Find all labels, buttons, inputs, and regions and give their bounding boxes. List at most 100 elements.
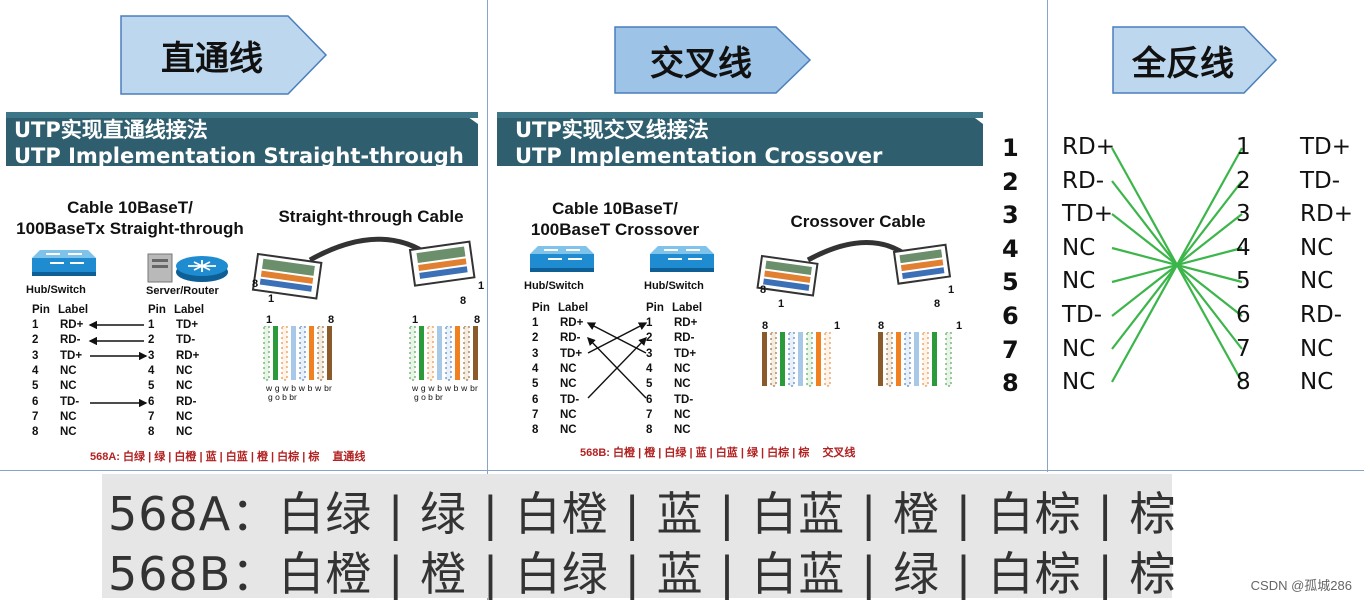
cross-conn-left-8: 8: [760, 284, 767, 296]
pin-label: TD+: [60, 349, 83, 362]
pin-label: NC: [674, 424, 691, 437]
cross-cable-graphic: [756, 240, 952, 297]
pin-label: RD-: [60, 334, 81, 347]
section-title-rollover: 全反线: [1132, 43, 1234, 84]
wiring-standard-box: [102, 474, 1172, 598]
rollover-left-label: RD+: [1062, 134, 1115, 160]
rollover-right-label: NC: [1300, 268, 1334, 295]
rollover-right-number: 5: [1236, 268, 1251, 295]
pin-number: 7: [32, 410, 39, 423]
section-arrow-straight: 直通线: [120, 15, 328, 95]
pin-label: RD-: [674, 332, 695, 345]
pin-number: 4: [532, 362, 539, 375]
section-arrow-cross: 交叉线: [614, 26, 812, 94]
pin-label: NC: [674, 408, 691, 421]
cross-caption-line2: 100BaseT Crossover: [530, 220, 700, 239]
banner-cross-cn: UTP实现交叉线接法: [515, 118, 709, 142]
standard-568a: 568A：白绿 | 绿 | 白橙 | 蓝 | 白蓝 | 橙 | 白棕 | 棕: [108, 487, 1177, 541]
pin-label: NC: [176, 426, 193, 439]
pin-label: RD+: [176, 349, 200, 362]
straight-caption: Cable 10BaseT/ 100BaseTx Straight-throug…: [4, 197, 256, 239]
rollover-right-label: TD-: [1300, 167, 1341, 194]
cross-conn-left-1: 1: [778, 298, 785, 310]
cross-conn-right-1: 1: [948, 284, 955, 296]
rollover-left-label: NC: [1062, 268, 1096, 295]
rollover-left-label: NC: [1062, 369, 1096, 396]
label-header: Label: [672, 302, 703, 314]
pin-label: NC: [60, 364, 77, 377]
pin-label: RD-: [176, 395, 197, 408]
pin-label: TD-: [60, 395, 80, 408]
pin-number: 3: [148, 349, 155, 362]
pin-label: NC: [560, 362, 577, 375]
label-header: Label: [58, 304, 89, 316]
straight-plugB-letters-bottom: g o b br: [414, 392, 443, 402]
straight-plugB-wires: [409, 326, 478, 381]
pin-label: NC: [60, 380, 77, 393]
pin-header: Pin: [148, 304, 166, 316]
cross-plugB-wires: [878, 332, 952, 387]
pin-number: 7: [148, 410, 155, 423]
cross-plugA-wires: [762, 332, 831, 387]
standard-568b: 568B：白橙 | 橙 | 白绿 | 蓝 | 白蓝 | 绿 | 白棕 | 棕: [108, 547, 1177, 600]
rollover-right-label: TD+: [1300, 134, 1352, 160]
pin-number: 4: [32, 364, 39, 377]
straight-conn-left-8: 8: [252, 278, 259, 290]
banner-straight: UTP实现直通线接法 UTP Implementation Straight-t…: [6, 112, 478, 168]
pin-number: 8: [646, 424, 653, 437]
pin-label: TD+: [176, 319, 199, 331]
pin-header: Pin: [646, 302, 664, 314]
pin-header: Pin: [532, 302, 550, 314]
cross-plugB-last: 1: [956, 320, 963, 332]
pin-label: TD-: [176, 334, 196, 347]
pin-number: 8: [32, 426, 39, 439]
pin-label: NC: [176, 364, 193, 377]
pin-number: 5: [532, 378, 539, 391]
pin-number: 6: [32, 395, 39, 408]
pin-number: 2: [148, 334, 155, 347]
straight-plugA-wires: [263, 326, 332, 381]
banner-cross-en: UTP Implementation Crossover: [515, 144, 883, 168]
pin-number: 8: [532, 424, 539, 437]
straight-plugB-first: 1: [412, 314, 419, 326]
pin-label: TD-: [560, 393, 580, 406]
pin-number: 7: [532, 408, 539, 421]
pin-label: RD+: [560, 317, 584, 329]
pin-number: 3: [32, 349, 39, 362]
watermark: CSDN @孤城286: [1250, 578, 1352, 593]
rollover-right-number: 4: [1236, 234, 1251, 261]
pin-label: NC: [60, 426, 77, 439]
banner-cross: UTP实现交叉线接法 UTP Implementation Crossover: [497, 112, 983, 168]
straight-plugA-last: 8: [328, 314, 335, 326]
straight-pin-arrows: [88, 320, 148, 408]
pin-label: TD+: [674, 347, 697, 360]
pin-label: NC: [560, 424, 577, 437]
rollover-wires: [1111, 147, 1243, 383]
rollover-right-label: RD+: [1300, 201, 1353, 228]
cross-footer: 568B: 白橙 | 橙 | 白绿 | 蓝 | 白蓝 | 绿 | 白棕 | 棕 …: [580, 444, 855, 460]
pin-number: 6: [532, 393, 539, 406]
rollover-left-label: NC: [1062, 234, 1096, 261]
pin-number: 2: [532, 332, 539, 345]
straight-plugA-letters-bottom: g o b br: [268, 392, 297, 402]
straight-conn-left-1: 1: [268, 293, 275, 305]
pin-label: RD-: [560, 332, 581, 345]
cross-cable-title: Crossover Cable: [790, 212, 926, 231]
pin-number: 1: [532, 317, 539, 329]
straight-conn-right-8: 8: [460, 295, 467, 307]
rollover-pin-number: 7: [1002, 335, 1019, 364]
pin-number: 3: [532, 347, 539, 360]
rollover-right-label: NC: [1300, 369, 1334, 396]
cross-device-left: Hub/Switch: [524, 280, 584, 292]
pin-label: NC: [674, 362, 691, 375]
rollover-right-number: 8: [1236, 369, 1251, 396]
straight-device-right: Server/Router: [146, 285, 219, 297]
cross-caption: Cable 10BaseT/ 100BaseT Crossover: [502, 198, 728, 240]
cross-caption-line1: Cable 10BaseT/: [552, 199, 678, 218]
straight-cable-graphic: [251, 236, 476, 300]
cross-footer-text: 白橙 | 橙 | 白绿 | 蓝 | 白蓝 | 绿 | 白棕 | 棕: [613, 447, 810, 459]
